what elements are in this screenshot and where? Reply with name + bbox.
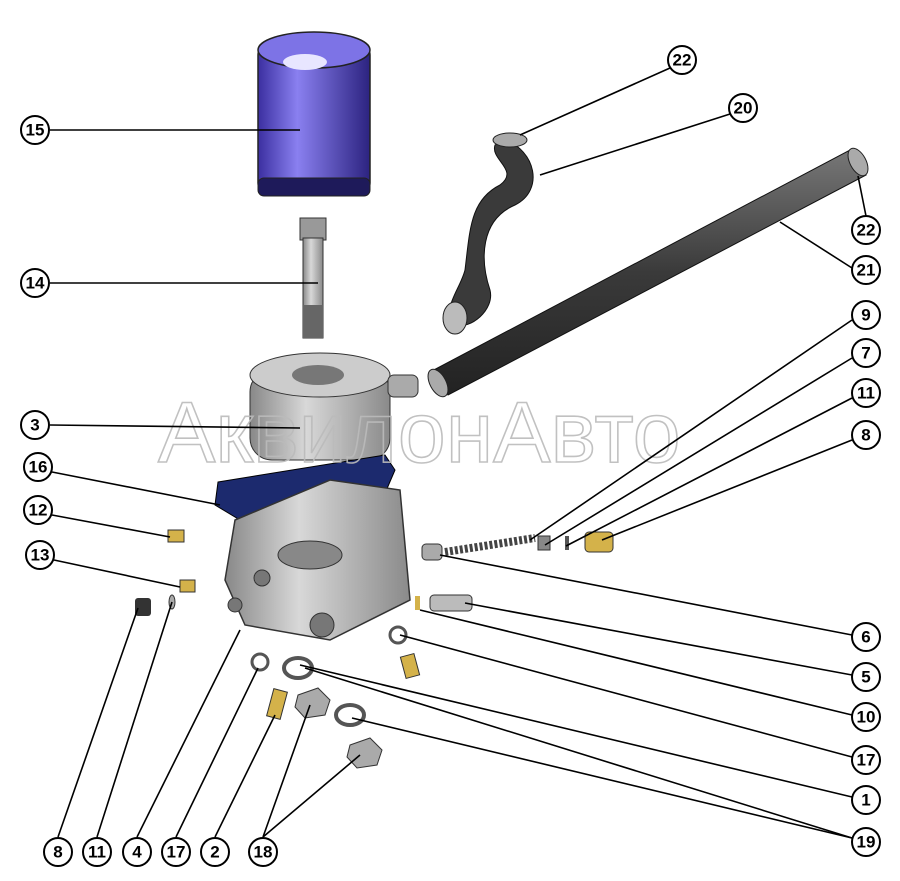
callout-11-bottom: 11 <box>82 837 112 867</box>
callout-10: 10 <box>851 702 881 732</box>
svg-text:3: 3 <box>30 416 39 435</box>
svg-text:9: 9 <box>861 306 870 325</box>
callout-4: 4 <box>122 837 152 867</box>
svg-text:7: 7 <box>861 344 870 363</box>
svg-text:20: 20 <box>734 99 753 118</box>
callout-16: 16 <box>23 452 53 482</box>
oil-cooler <box>249 352 419 461</box>
oil-filter <box>257 31 371 197</box>
svg-text:11: 11 <box>857 384 875 403</box>
svg-text:10: 10 <box>857 708 876 727</box>
svg-text:15: 15 <box>26 121 45 140</box>
watermark: АквилонАвто <box>158 385 681 481</box>
callout-17-bottom: 17 <box>161 837 191 867</box>
callout-5: 5 <box>851 662 881 692</box>
small-parts <box>135 529 614 769</box>
callout-18: 18 <box>248 837 278 867</box>
svg-text:13: 13 <box>31 546 50 565</box>
callout-13: 13 <box>25 540 55 570</box>
callout-21: 21 <box>851 255 881 285</box>
svg-text:22: 22 <box>673 51 692 70</box>
svg-text:21: 21 <box>857 261 876 280</box>
svg-text:11: 11 <box>88 843 106 862</box>
svg-text:19: 19 <box>857 833 876 852</box>
callout-6: 6 <box>851 622 881 652</box>
svg-text:2: 2 <box>210 843 219 862</box>
svg-text:18: 18 <box>254 843 273 862</box>
callout-8-right: 8 <box>851 420 881 450</box>
callout-15: 15 <box>20 115 50 145</box>
svg-text:4: 4 <box>132 843 142 862</box>
svg-text:8: 8 <box>53 843 62 862</box>
callout-14: 14 <box>20 268 50 298</box>
callout-12: 12 <box>23 495 53 525</box>
svg-text:5: 5 <box>861 668 870 687</box>
svg-text:6: 6 <box>861 628 870 647</box>
pipe <box>427 147 869 398</box>
callout-8-bottom: 8 <box>43 837 73 867</box>
svg-text:17: 17 <box>167 843 186 862</box>
callouts: 15 14 3 16 12 13 22 20 22 21 9 7 11 8 6 … <box>20 45 881 867</box>
callout-22-top: 22 <box>667 45 697 75</box>
callout-19: 19 <box>851 827 881 857</box>
callout-20: 20 <box>728 93 758 123</box>
svg-text:8: 8 <box>861 426 870 445</box>
hose <box>442 132 534 335</box>
filter-housing <box>224 479 411 641</box>
callout-22-right: 22 <box>851 215 881 245</box>
svg-text:1: 1 <box>861 791 870 810</box>
svg-text:14: 14 <box>26 274 45 293</box>
callout-17-right: 17 <box>851 745 881 775</box>
fitting <box>299 217 327 339</box>
svg-text:16: 16 <box>29 458 48 477</box>
callout-2: 2 <box>200 837 230 867</box>
svg-text:17: 17 <box>857 751 876 770</box>
callout-7: 7 <box>851 338 881 368</box>
callout-9: 9 <box>851 300 881 330</box>
callout-1: 1 <box>851 785 881 815</box>
callout-3: 3 <box>20 410 50 440</box>
leader-lines <box>49 67 867 839</box>
svg-text:22: 22 <box>857 221 876 240</box>
svg-text:12: 12 <box>29 501 48 520</box>
callout-11-right: 11 <box>851 378 881 408</box>
